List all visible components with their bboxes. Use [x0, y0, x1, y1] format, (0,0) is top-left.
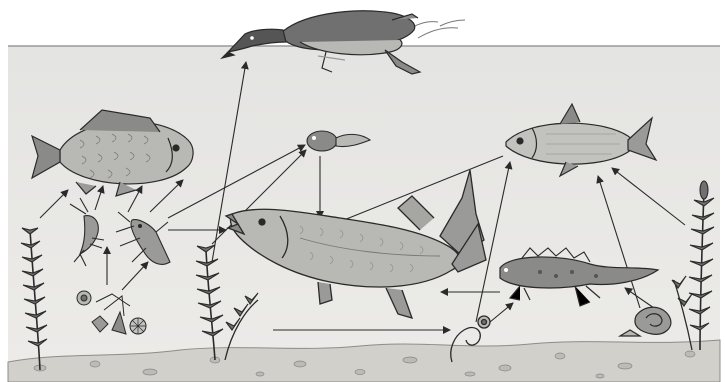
water-body: [8, 46, 720, 364]
water-ripple: [408, 20, 465, 38]
